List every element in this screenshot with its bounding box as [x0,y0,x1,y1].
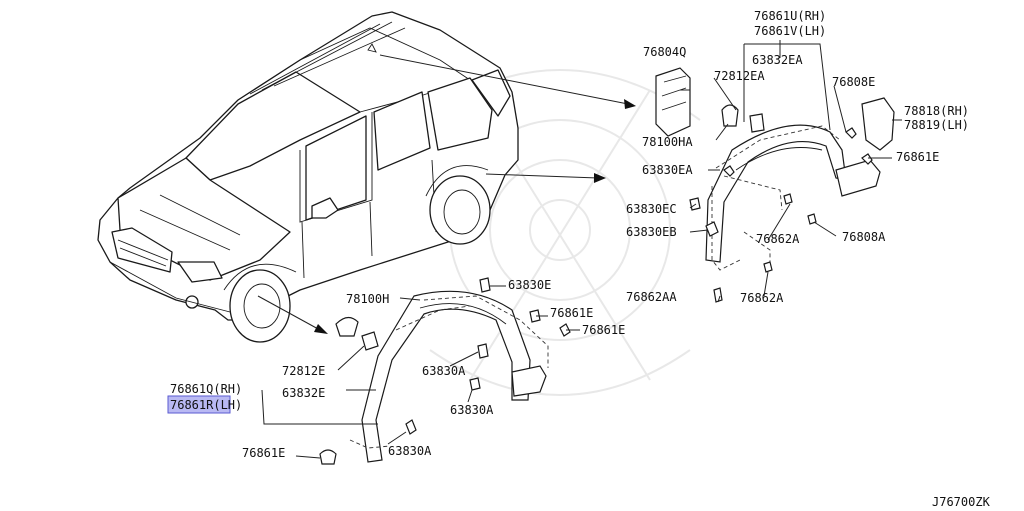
front-arch-assembly [261,277,580,465]
part-labels: 76804Q 76861U(RH) 76861V(LH) 63832EA 728… [167,9,991,509]
vehicle-illustration [97,11,519,343]
part-label: 72812EA [714,69,765,83]
part-label: 76861E [550,306,593,320]
pointer-arrows [257,54,636,334]
part-label: 78819(LH) [904,118,969,132]
part-label: 76804Q [643,45,686,59]
part-label: 63830A [422,364,466,378]
part-label: 76861E [896,150,939,164]
rear-arch-assembly [655,40,902,303]
part-label: 76862A [756,232,800,246]
part-label: 78100HA [642,135,693,149]
part-label: 76808E [832,75,875,89]
highlighted-part-box [167,395,231,414]
part-label: 76808A [842,230,886,244]
part-label-highlighted: 76861R(LH) [170,398,242,412]
part-label: 76861U(RH) [754,9,826,23]
watermark-logo [419,69,701,396]
part-label: 76861E [582,323,625,337]
part-label: 63830A [450,403,494,417]
part-label: 78818(RH) [904,104,969,118]
part-label: 72812E [282,364,325,378]
part-label: 76862AA [626,290,677,304]
part-label: 63830EC [626,202,677,216]
part-label: 63830A [388,444,432,458]
part-label: 76861E [242,446,285,460]
part-label: 76861Q(RH) [170,382,242,396]
part-label: 63832EA [752,53,803,67]
part-label: 63830EA [642,163,693,177]
part-label: 63830EB [626,225,677,239]
diagram-code: J76700ZK [932,495,991,509]
part-label: 78100H [346,292,389,306]
part-label: 76862A [740,291,784,305]
part-label: 76861V(LH) [754,24,826,38]
part-label: 63830E [508,278,551,292]
part-label: 63832E [282,386,325,400]
